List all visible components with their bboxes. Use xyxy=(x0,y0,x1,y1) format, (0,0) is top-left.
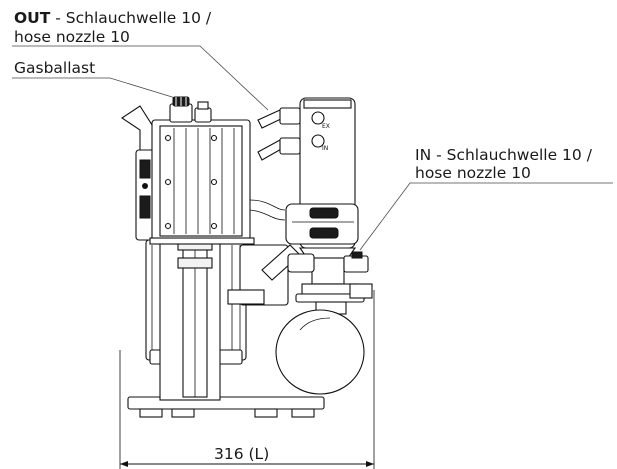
gasballast-leader-line xyxy=(12,77,183,101)
dimension-label: 316 (L) xyxy=(214,445,269,463)
gasballast-callout: Gasballast xyxy=(14,59,95,77)
pump-base-plate xyxy=(127,396,325,418)
in-leader-line xyxy=(359,182,613,251)
out-callout-line2: hose nozzle 10 xyxy=(14,28,130,46)
out-callout-line1: OUT - Schlauchwelle 10 / xyxy=(14,9,212,27)
in-callout-line2: hose nozzle 10 xyxy=(415,164,531,182)
width-dimension xyxy=(119,290,375,469)
pump-head-housing xyxy=(149,119,255,245)
support-column xyxy=(159,239,221,401)
out-hose-nozzle-icon xyxy=(257,107,325,161)
flask-clamp xyxy=(295,283,373,315)
carry-handle xyxy=(121,105,157,241)
in-mark: IN xyxy=(322,145,328,152)
connecting-tubes xyxy=(227,199,301,306)
gas-ballast-valve-icon xyxy=(169,96,212,123)
ex-mark: EX xyxy=(322,123,330,130)
in-callout-line1: IN - Schlauchwelle 10 / xyxy=(415,146,593,164)
out-leader-line xyxy=(12,45,269,111)
in-hose-nozzle-icon xyxy=(287,251,369,273)
round-bottom-flask xyxy=(275,309,365,395)
leader-lines xyxy=(12,45,613,251)
